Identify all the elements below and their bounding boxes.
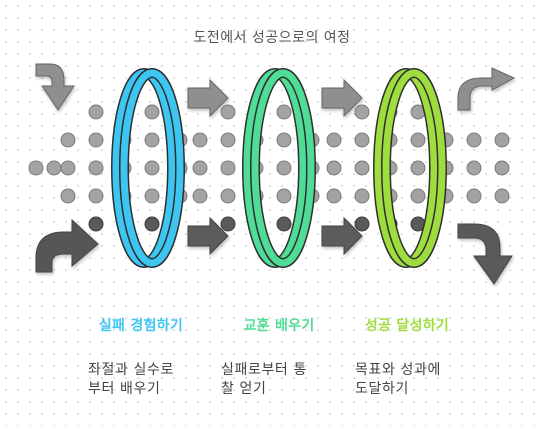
- particle-dot: [88, 160, 104, 176]
- stage-3-desc-line-2: 도달하기: [355, 381, 409, 397]
- stage-3-title: 성공 달성하기: [364, 318, 450, 334]
- particle-dot: [60, 188, 76, 204]
- flow-arrow-icon: [187, 216, 229, 256]
- stage-2-desc-line-2: 찰 얻기: [221, 381, 267, 397]
- stage-1-description: 좌절과 실수로 부터 배우기: [88, 361, 208, 399]
- stage-3-description: 목표와 성과에 도달하기: [355, 361, 475, 399]
- particle-dot: [192, 188, 208, 204]
- particle-dot: [220, 188, 236, 204]
- entry-arrow-bottom-icon: [35, 218, 99, 273]
- stage-1-desc-line-2: 부터 배우기: [88, 381, 161, 397]
- particle-dot: [354, 104, 370, 120]
- particle-dot: [144, 188, 160, 204]
- particle-dot: [88, 216, 104, 232]
- particle-dot: [60, 160, 76, 176]
- particle-dot: [220, 160, 236, 176]
- particle-dot: [144, 216, 160, 232]
- particle-dot: [60, 132, 76, 148]
- stage-2-desc-line-1: 실패로부터 통: [221, 362, 307, 378]
- particle-dot: [276, 216, 292, 232]
- particle-dot: [354, 216, 370, 232]
- particle-dot: [276, 104, 292, 120]
- particle-dot: [410, 132, 426, 148]
- particle-dot: [144, 104, 160, 120]
- particle-dot: [326, 132, 342, 148]
- particle-dot: [354, 188, 370, 204]
- particle-dot: [88, 132, 104, 148]
- particle-dot: [494, 160, 510, 176]
- flow-arrow-icon: [321, 78, 363, 118]
- exit-arrow-up-icon: [457, 67, 516, 111]
- particle-dot: [88, 104, 104, 120]
- stage-2-description: 실패로부터 통 찰 얻기: [221, 361, 341, 399]
- stage-2-title: 교훈 배우기: [243, 318, 315, 334]
- particle-dot: [144, 132, 160, 148]
- diagram-title: 도전에서 성공으로의 여정: [193, 30, 351, 46]
- particle-dot: [466, 132, 482, 148]
- entry-arrow-top-icon: [35, 63, 75, 111]
- particle-dot: [326, 160, 342, 176]
- particle-dot: [144, 160, 160, 176]
- particle-dot: [494, 188, 510, 204]
- filter-rings: [111, 68, 447, 268]
- stage-3-ring: [373, 68, 447, 268]
- particle-dot: [220, 216, 236, 232]
- particle-dot: [276, 188, 292, 204]
- particle-dot: [326, 188, 342, 204]
- particle-dot: [466, 160, 482, 176]
- particle-dot: [410, 188, 426, 204]
- particle-dot: [354, 160, 370, 176]
- particle-dot: [220, 104, 236, 120]
- particle-dot: [192, 160, 208, 176]
- flow-arrow-icon: [187, 78, 229, 118]
- stage-1-desc-line-1: 좌절과 실수로: [88, 362, 174, 378]
- particle-dot: [192, 132, 208, 148]
- particle-dot: [220, 132, 236, 148]
- particle-dot: [88, 188, 104, 204]
- particle-dot: [410, 160, 426, 176]
- stage-1-ring: [111, 68, 185, 268]
- particle-dot: [354, 132, 370, 148]
- particle-dot: [46, 160, 62, 176]
- particle-dot: [276, 132, 292, 148]
- stage-3-desc-line-1: 목표와 성과에: [355, 362, 441, 378]
- stage-2-ring: [242, 68, 316, 268]
- particle-dot: [494, 132, 510, 148]
- flow-arrow-icon: [321, 216, 363, 256]
- particle-dot: [28, 160, 44, 176]
- particle-dot: [276, 160, 292, 176]
- exit-arrow-down-icon: [457, 223, 513, 285]
- stage-1-title: 실패 경험하기: [98, 318, 184, 334]
- particle-dot: [466, 188, 482, 204]
